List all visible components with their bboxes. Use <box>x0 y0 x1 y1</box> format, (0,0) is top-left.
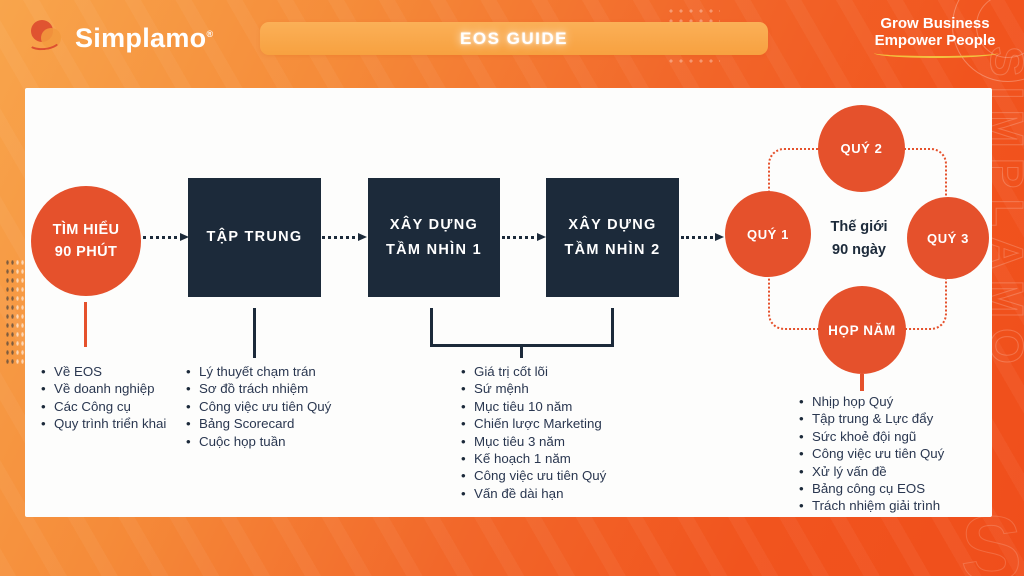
node-label-line: QUÝ 3 <box>926 230 969 246</box>
node-label-line: XÂY DỰNG <box>568 216 657 233</box>
list-item: Mục tiêu 3 năm <box>461 433 606 451</box>
node-label-line: TẬP TRUNG <box>206 229 303 246</box>
logo-circle-light <box>41 28 61 48</box>
connector-vision-stub <box>520 347 523 358</box>
cycle-center-label: Thế giới 90 ngày <box>799 216 919 262</box>
registered-mark: ® <box>206 28 214 39</box>
connector-vision-bracket <box>430 308 614 347</box>
node-label-line: QUÝ 2 <box>840 141 883 156</box>
list-item: Lý thuyết chạm trán <box>186 363 331 381</box>
node-label-line: TẦM NHÌN 2 <box>564 241 661 258</box>
connector-focus <box>253 308 256 358</box>
tagline-underline-swoosh <box>874 48 998 58</box>
list-item: Vấn đề dài hạn <box>461 485 606 503</box>
list-item: Cuộc họp tuần <box>186 433 331 451</box>
node-label-line: 90 PHÚT <box>54 244 118 260</box>
connector-discover <box>84 302 87 347</box>
logo-wordmark: Simplamo® <box>75 22 214 53</box>
connector-annual <box>860 374 864 391</box>
cycle-center-line: 90 ngày <box>832 242 886 259</box>
simplamo-logo: Simplamo® <box>24 15 213 61</box>
list-item: Kế hoạch 1 năm <box>461 450 606 468</box>
list-item: Giá trị cốt lõi <box>461 363 606 381</box>
list-item: Về EOS <box>41 363 166 381</box>
list-item: Các Công cụ <box>41 398 166 416</box>
flow-arrow-1 <box>143 233 189 241</box>
tagline: Grow Business Empower People <box>872 15 998 49</box>
node-quarter-3: QUÝ 3 <box>907 197 989 279</box>
list-item: Bảng Scorecard <box>186 415 331 433</box>
list-annual: Nhịp họp QuýTập trung & Lực đẩySức khoẻ … <box>799 393 944 515</box>
node-label-line: XÂY DỰNG <box>389 216 479 233</box>
list-item: Quy trình triển khai <box>41 415 166 433</box>
list-item: Sức khoẻ đội ngũ <box>799 428 944 446</box>
list-item: Sơ đồ trách nhiệm <box>186 380 331 398</box>
list-item: Công việc ưu tiên Quý <box>799 445 944 463</box>
list-item: Sứ mệnh <box>461 380 606 398</box>
cycle-center-line: Thế giới <box>830 219 888 235</box>
title-banner: EOS GUIDE <box>260 22 768 55</box>
node-quarter-1: QUÝ 1 <box>725 191 811 277</box>
list-item: Mục tiêu 10 năm <box>461 398 606 416</box>
page-title: EOS GUIDE <box>460 28 568 48</box>
node-annual-meeting: HỌP NĂM <box>818 286 906 374</box>
tagline-line2: Empower People <box>874 32 996 49</box>
simplamo-logo-icon <box>24 15 68 61</box>
node-vision-2: XÂY DỰNG TẦM NHÌN 2 <box>546 178 679 297</box>
list-item: Tập trung & Lực đẩy <box>799 410 944 428</box>
list-item: Về doanh nghiệp <box>41 380 166 398</box>
node-label-line: HỌP NĂM <box>828 322 896 338</box>
list-item: Chiến lược Marketing <box>461 415 606 433</box>
node-label-line: TẦM NHÌN 1 <box>386 241 482 258</box>
node-vision-1: XÂY DỰNG TẦM NHÌN 1 <box>368 178 500 297</box>
node-quarter-2: QUÝ 2 <box>818 105 905 192</box>
list-item: Bảng công cụ EOS <box>799 480 944 498</box>
dot-pattern-left-white <box>15 258 24 364</box>
list-item: Trách nhiệm giải trình <box>799 497 944 515</box>
dot-pattern-left-dark <box>5 258 15 364</box>
tagline-line1: Grow Business <box>880 15 990 32</box>
flow-arrow-3 <box>502 233 546 241</box>
node-discover-90min: TÌM HIỂU 90 PHÚT <box>31 186 141 296</box>
node-label-line: QUÝ 1 <box>746 226 789 242</box>
list-focus: Lý thuyết chạm tránSơ đồ trách nhiệmCông… <box>186 363 331 450</box>
list-vision: Giá trị cốt lõiSứ mệnhMục tiêu 10 nămChi… <box>461 363 606 503</box>
list-item: Xử lý vấn đề <box>799 463 944 481</box>
node-label-line: TÌM HIỂU <box>52 221 120 238</box>
flow-arrow-2 <box>322 233 367 241</box>
list-discover: Về EOSVề doanh nghiệpCác Công cụQuy trìn… <box>41 363 166 433</box>
flow-arrow-4 <box>681 233 724 241</box>
list-item: Công việc ưu tiên Quý <box>461 467 606 485</box>
node-focus: TẬP TRUNG <box>188 178 321 297</box>
list-item: Công việc ưu tiên Quý <box>186 398 331 416</box>
list-item: Nhịp họp Quý <box>799 393 944 411</box>
